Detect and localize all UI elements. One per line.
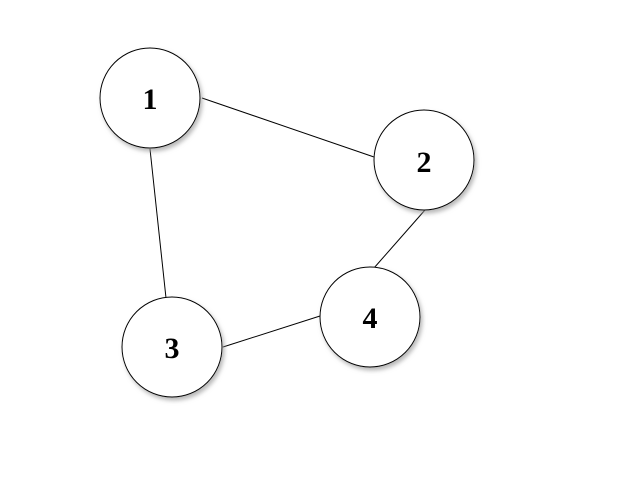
edge-1-2 — [201, 97, 375, 158]
node-3-label: 3 — [165, 332, 180, 365]
nodes-layer: 1 2 3 4 — [99, 47, 475, 398]
node-1[interactable]: 1 — [99, 47, 201, 149]
node-1-label: 1 — [143, 83, 158, 116]
node-3-circle — [121, 296, 223, 398]
node-4-circle — [319, 266, 421, 368]
node-3[interactable]: 3 — [121, 296, 223, 398]
node-4[interactable]: 4 — [319, 266, 421, 368]
node-4-label: 4 — [363, 302, 378, 335]
edge-3-4 — [222, 315, 321, 348]
node-1-circle — [99, 47, 201, 149]
node-2[interactable]: 2 — [373, 109, 475, 211]
edge-1-3 — [149, 148, 167, 299]
node-2-label: 2 — [417, 146, 432, 179]
edges-layer — [149, 97, 426, 348]
node-2-circle — [373, 109, 475, 211]
edge-2-4 — [373, 209, 426, 269]
